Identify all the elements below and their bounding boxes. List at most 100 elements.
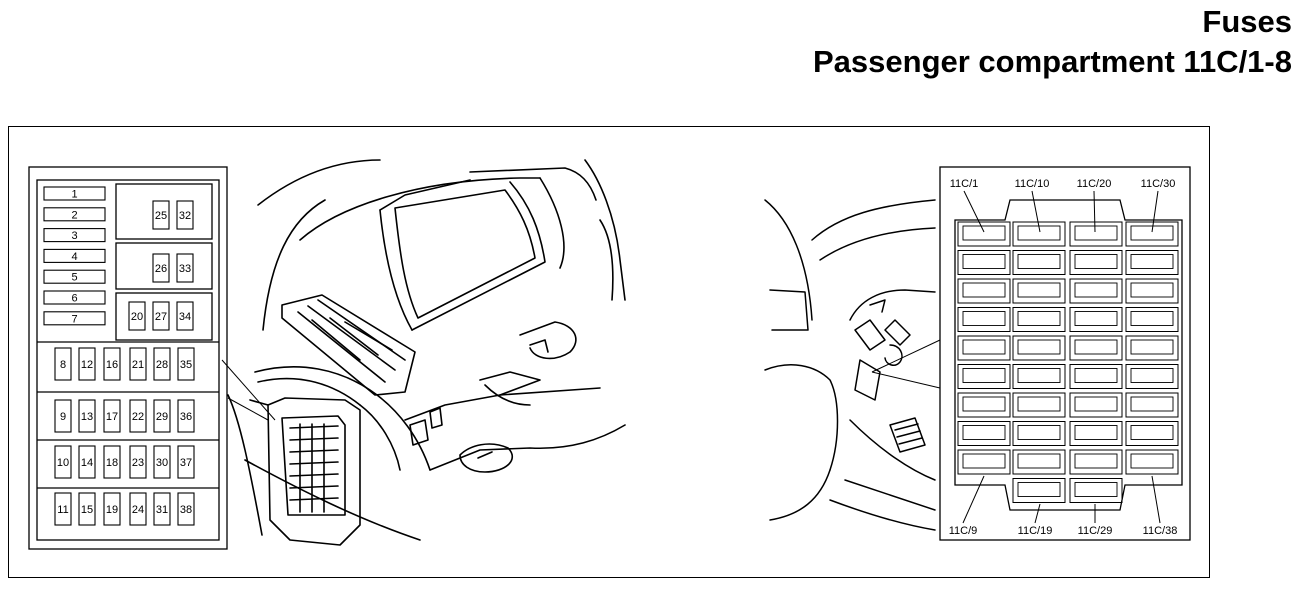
panel-label-top: 11C/30 xyxy=(1141,178,1176,190)
fuse-label: 22 xyxy=(132,411,144,423)
panel-fuse-slot-outline xyxy=(957,307,1011,332)
panel-fuse-slot xyxy=(1069,221,1123,247)
fuse: 33 xyxy=(176,253,194,283)
fuse-outline xyxy=(43,186,106,201)
panel-fuse xyxy=(1130,425,1174,440)
fuse-label: 26 xyxy=(155,263,167,275)
panel-fuse-slot xyxy=(1069,250,1123,275)
panel-fuse-slot xyxy=(957,421,1011,446)
panel-fuse-slot-outline xyxy=(957,449,1011,475)
fuse-label: 15 xyxy=(81,504,93,516)
fuse: 29 xyxy=(153,399,171,433)
fuse: 3 xyxy=(43,228,106,243)
panel-fuse xyxy=(1017,453,1061,469)
title-block: Fuses Passenger compartment 11C/1-8 xyxy=(813,2,1292,82)
panel-fuse xyxy=(1074,311,1118,326)
panel-fuse-slot-outline xyxy=(957,335,1011,361)
panel-fuse-slot xyxy=(1069,307,1123,332)
panel-fuse-slot xyxy=(957,335,1011,361)
fuse-outline xyxy=(103,445,121,479)
panel-fuse xyxy=(1074,482,1118,497)
fuse-outline xyxy=(43,269,106,284)
leader-line xyxy=(963,190,985,233)
fuse: 4 xyxy=(43,248,106,263)
fuse: 18 xyxy=(103,445,121,479)
panel-fuse-slot-outline xyxy=(1012,364,1066,389)
panel-fuse-slot xyxy=(957,392,1011,418)
panel-label-top: 11C/10 xyxy=(1015,178,1050,190)
panel-fuse xyxy=(1074,254,1118,269)
fuse-panel xyxy=(939,166,1191,541)
fuse: 8 xyxy=(54,347,72,381)
fuse: 28 xyxy=(153,347,171,381)
fuse: 7 xyxy=(43,311,106,326)
panel-fuse-slot-outline xyxy=(957,278,1011,304)
fuse-label: 29 xyxy=(156,411,168,423)
fuse-label: 31 xyxy=(156,504,168,516)
panel-fuse xyxy=(1130,225,1174,241)
fuse-label: 7 xyxy=(71,313,77,325)
fuse-outline xyxy=(176,301,194,331)
panel-fuse-slot-outline xyxy=(1012,478,1066,503)
panel-fuse xyxy=(1130,396,1174,412)
fuse-outline xyxy=(153,347,171,381)
fuse-outline xyxy=(176,200,194,230)
fuse-outline xyxy=(103,399,121,433)
fuse-label: 14 xyxy=(81,457,93,469)
fuse: 12 xyxy=(78,347,96,381)
fuse: 31 xyxy=(153,492,171,526)
panel-fuse-slot xyxy=(1012,278,1066,304)
panel-fuse-slot-outline xyxy=(1069,221,1123,247)
fuse-label: 18 xyxy=(106,457,118,469)
panel-fuse-slot-outline xyxy=(957,250,1011,275)
panel-fuse xyxy=(962,225,1006,241)
panel-fuse-slot xyxy=(1069,278,1123,304)
fuse: 1 xyxy=(43,186,106,201)
panel-fuse-slot xyxy=(1012,449,1066,475)
fuse-outline xyxy=(129,445,147,479)
fuse-label: 38 xyxy=(180,504,192,516)
pointer-lines xyxy=(221,359,276,421)
panel-fuse-slot xyxy=(1069,478,1123,503)
fuse: 20 xyxy=(128,301,146,331)
panel-fuse-slot xyxy=(1125,421,1179,446)
fuse-outline xyxy=(152,301,170,331)
fuse-label: 9 xyxy=(60,411,66,423)
fuse-label: 2 xyxy=(71,209,77,221)
fuse-label: 17 xyxy=(106,411,118,423)
panel-label-bottom: 11C/29 xyxy=(1078,525,1113,537)
panel-fuse xyxy=(1074,396,1118,412)
panel-fuse-slot-outline xyxy=(1069,478,1123,503)
fuse: 35 xyxy=(177,347,195,381)
panel-fuse-slot-outline xyxy=(1069,392,1123,418)
panel-fuse-slot xyxy=(957,307,1011,332)
fuse-label: 16 xyxy=(106,359,118,371)
fuse-outline xyxy=(153,399,171,433)
panel-fuse xyxy=(1017,282,1061,298)
panel-fuse-slot xyxy=(1069,449,1123,475)
panel-fuse xyxy=(1074,368,1118,383)
panel-fuse-slot-outline xyxy=(1012,421,1066,446)
fuse-outline xyxy=(128,301,146,331)
panel-fuse xyxy=(1017,482,1061,497)
fuse: 19 xyxy=(103,492,121,526)
panel-label-bottom: 11C/38 xyxy=(1143,525,1178,537)
panel-fuse-slot xyxy=(957,364,1011,389)
fuse-label: 32 xyxy=(179,210,191,222)
fuse-outline xyxy=(103,347,121,381)
panel-fuse-slot-outline xyxy=(1012,449,1066,475)
page-subtitle: Passenger compartment 11C/1-8 xyxy=(813,44,1292,79)
panel-label-bottom: 11C/19 xyxy=(1018,525,1053,537)
fuse-outline xyxy=(177,347,195,381)
panel-fuse xyxy=(1074,339,1118,355)
leader-line xyxy=(1031,190,1041,233)
fuse-label: 36 xyxy=(180,411,192,423)
fuse-outline xyxy=(103,492,121,526)
fuse-label: 3 xyxy=(71,230,77,242)
panel-fuse-slot-outline xyxy=(957,392,1011,418)
panel-fuse xyxy=(1130,311,1174,326)
panel-fuse-slot-outline xyxy=(1012,307,1066,332)
